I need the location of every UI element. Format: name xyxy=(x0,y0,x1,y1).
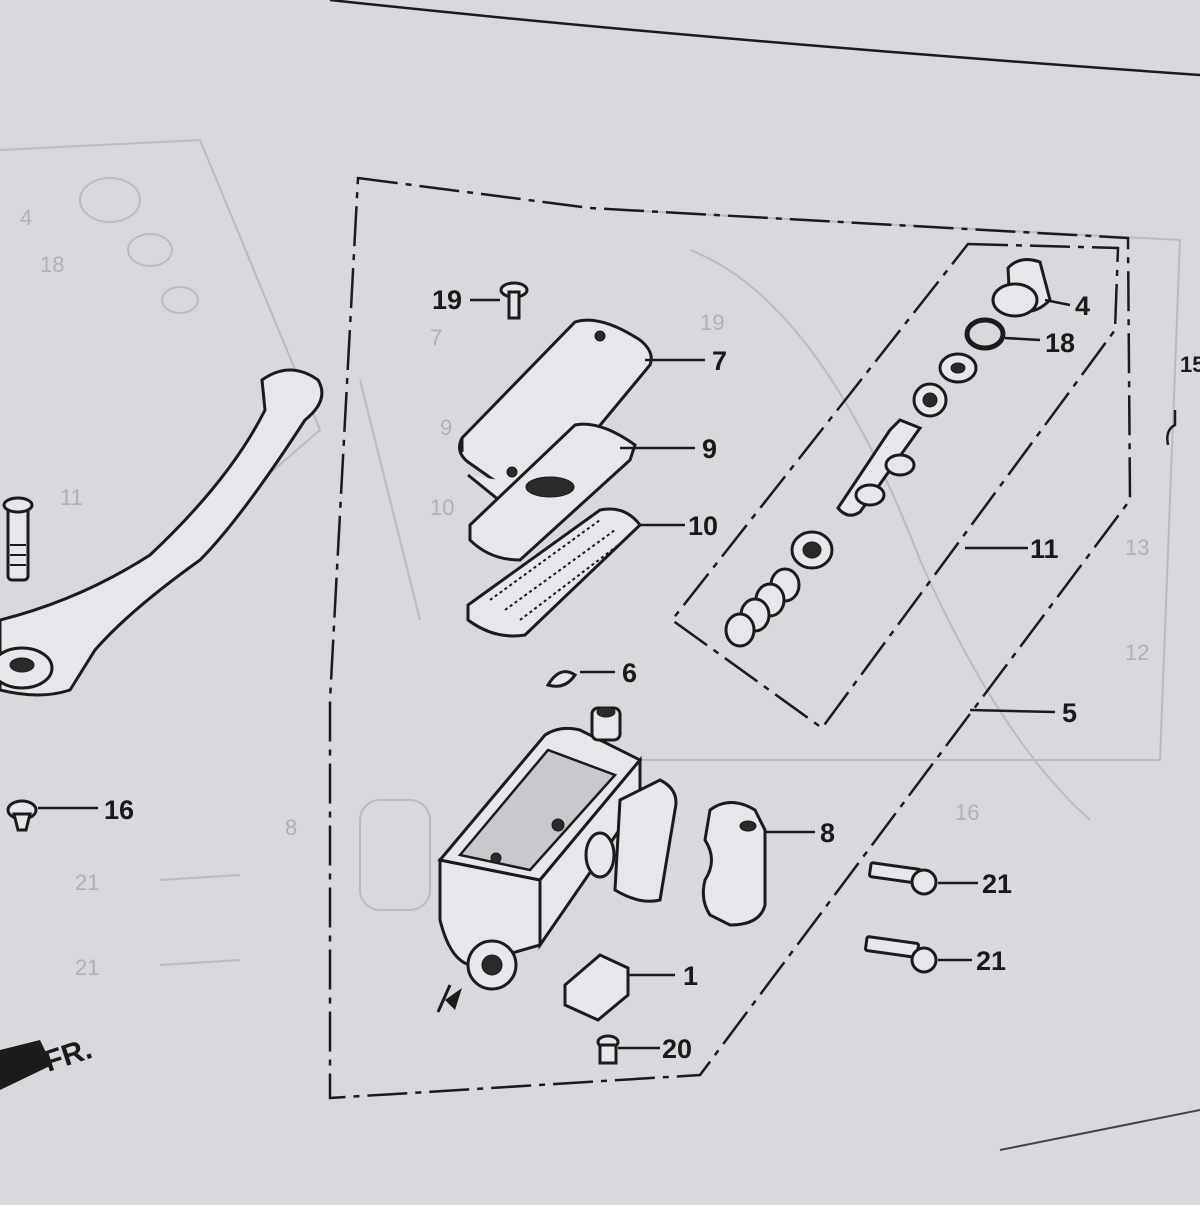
callout-21-upper: 21 xyxy=(982,869,1012,899)
callout-20: 20 xyxy=(662,1034,692,1064)
ghost-label: 9 xyxy=(440,415,452,440)
front-direction-marker: FR. xyxy=(0,1032,96,1090)
part-10-diaphragm xyxy=(466,507,642,638)
callout-15: 15 xyxy=(1180,352,1200,377)
ghost-label: 21 xyxy=(75,870,99,895)
part-5-master-cylinder-body xyxy=(436,706,678,1013)
page-bottom-edge xyxy=(999,1109,1200,1151)
callout-line-5 xyxy=(969,708,1056,714)
callout-10: 10 xyxy=(688,511,718,541)
part-9-plate xyxy=(468,422,637,562)
callout-11: 11 xyxy=(1030,534,1059,564)
callout-16: 16 xyxy=(104,795,134,825)
part-20-screw xyxy=(596,1034,620,1065)
ghost-label: 16 xyxy=(955,800,979,825)
piston-kit-11-boundary xyxy=(670,242,1120,730)
callout-6: 6 xyxy=(622,658,637,688)
front-direction-label: FR. xyxy=(40,1032,96,1078)
ghost-label: 19 xyxy=(700,310,724,335)
callout-7: 7 xyxy=(712,346,727,376)
ghost-label: 12 xyxy=(1125,640,1149,665)
assembly-5-boundary xyxy=(328,176,1132,1100)
callout-1: 1 xyxy=(683,961,698,991)
part-16-screw xyxy=(6,799,38,832)
ghost-label: 8 xyxy=(285,815,297,840)
part-15-fragment xyxy=(1166,410,1177,446)
ghost-label: 4 xyxy=(20,205,32,230)
part-8-holder xyxy=(701,801,767,927)
primary-cup xyxy=(790,530,834,570)
piston-cup xyxy=(912,382,948,418)
ghost-label: 21 xyxy=(75,955,99,980)
page-edge-line xyxy=(329,0,1200,77)
ghost-label: 18 xyxy=(40,252,64,277)
piston-spring xyxy=(724,567,801,648)
part-21-bolt-lower xyxy=(864,935,938,974)
part-19-screw xyxy=(499,281,529,320)
callout-line-4 xyxy=(1044,298,1071,307)
callout-5: 5 xyxy=(1062,698,1077,728)
ghost-label: 7 xyxy=(430,325,442,350)
part-1-brake-switch xyxy=(563,953,630,1022)
callout-8: 8 xyxy=(820,818,835,848)
ghost-label: 11 xyxy=(60,485,83,510)
callout-9: 9 xyxy=(702,434,717,464)
ghost-label: 13 xyxy=(1125,535,1149,560)
callout-18: 18 xyxy=(1045,328,1075,358)
part-6-clip xyxy=(545,670,578,688)
callout-line-18 xyxy=(1004,336,1041,342)
callout-21-lower: 21 xyxy=(976,946,1006,976)
brake-lever xyxy=(0,368,324,697)
part-21-bolt-upper xyxy=(868,861,938,896)
ghost-label: 10 xyxy=(430,495,454,520)
piston xyxy=(836,418,923,517)
callout-19: 19 xyxy=(432,285,462,315)
piston-washer xyxy=(938,352,978,384)
part-4-dust-boot xyxy=(991,258,1052,318)
part-18-circlip xyxy=(964,317,1006,351)
callout-4: 4 xyxy=(1075,291,1090,321)
pivot-bolt xyxy=(2,496,34,582)
